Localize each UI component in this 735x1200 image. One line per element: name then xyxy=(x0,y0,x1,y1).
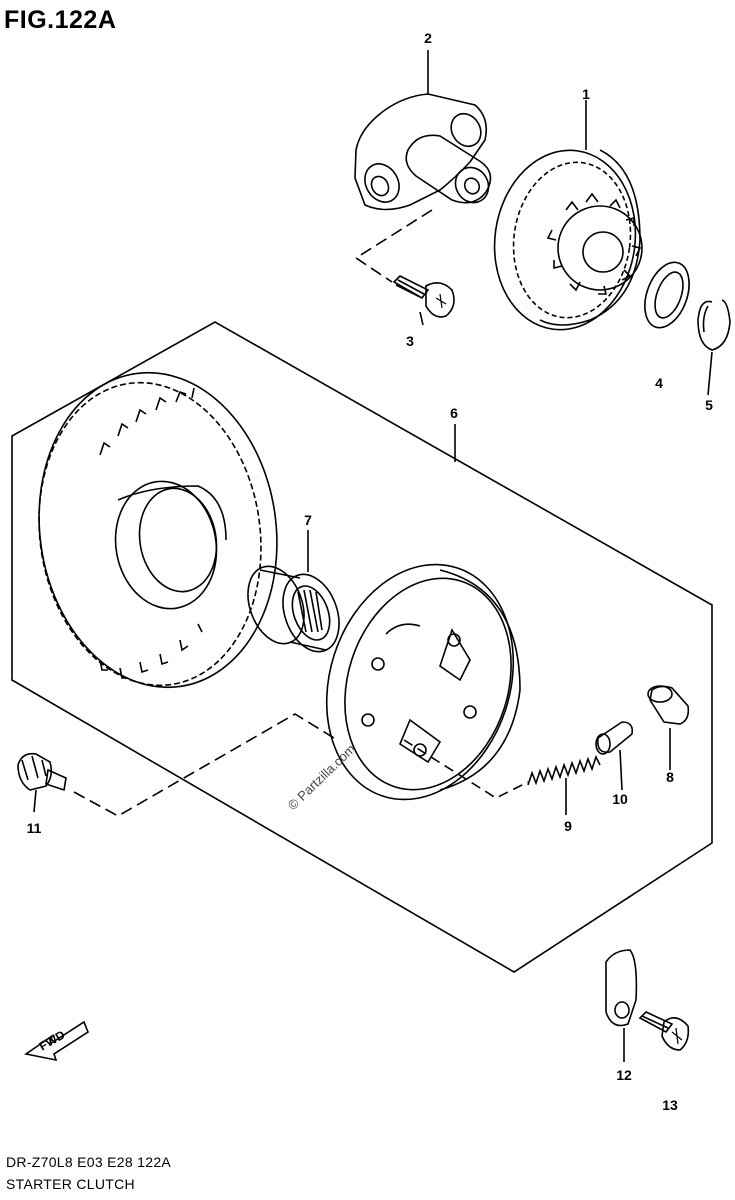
part-10-plunger[interactable] xyxy=(595,721,634,755)
part-13-screw[interactable] xyxy=(638,1011,690,1051)
part-12-tab-plate[interactable] xyxy=(605,949,638,1027)
part-3-screw[interactable] xyxy=(392,275,455,318)
leader-11 xyxy=(33,789,37,813)
callout-13[interactable]: 13 xyxy=(662,1097,678,1113)
callout-7[interactable]: 7 xyxy=(304,512,312,528)
leader-3 xyxy=(419,311,424,326)
diagram-name: STARTER CLUTCH xyxy=(6,1176,135,1192)
leader-10 xyxy=(619,749,623,791)
part-2-shaft-flange[interactable] xyxy=(354,93,495,211)
part-1-gear-sprocket[interactable] xyxy=(483,141,647,339)
part-4-washer[interactable] xyxy=(637,256,698,334)
link-11-6 xyxy=(73,713,335,817)
callout-11[interactable]: 11 xyxy=(26,820,42,836)
callout-10[interactable]: 10 xyxy=(612,791,628,807)
callout-12[interactable]: 12 xyxy=(616,1067,632,1083)
link-6-9 xyxy=(403,739,529,799)
diagram-code: DR-Z70L8 E03 E28 122A xyxy=(6,1154,172,1170)
callout-4[interactable]: 4 xyxy=(655,375,663,391)
part-11-bolt[interactable] xyxy=(17,752,67,792)
part-9-spring[interactable] xyxy=(527,754,601,786)
callout-8[interactable]: 8 xyxy=(666,769,674,785)
callout-2[interactable]: 2 xyxy=(424,30,432,46)
part-5-circlip[interactable] xyxy=(697,299,731,351)
leader-5 xyxy=(707,351,713,396)
part-6-assembly-outline xyxy=(11,321,713,973)
part-7-bearing[interactable] xyxy=(238,559,349,660)
part-8-roller[interactable] xyxy=(647,685,690,725)
figure-title: FIG.122A xyxy=(4,6,117,34)
callout-3[interactable]: 3 xyxy=(406,333,414,349)
part-6-clutch-gear[interactable] xyxy=(19,357,297,703)
callout-5[interactable]: 5 xyxy=(705,397,713,413)
callout-1[interactable]: 1 xyxy=(582,86,590,102)
callout-9[interactable]: 9 xyxy=(564,818,572,834)
part-6-clutch-body[interactable] xyxy=(297,540,542,824)
callout-6[interactable]: 6 xyxy=(450,405,458,421)
link-2-3 xyxy=(354,209,433,283)
fwd-direction-arrow-icon: FWD xyxy=(23,1020,89,1062)
